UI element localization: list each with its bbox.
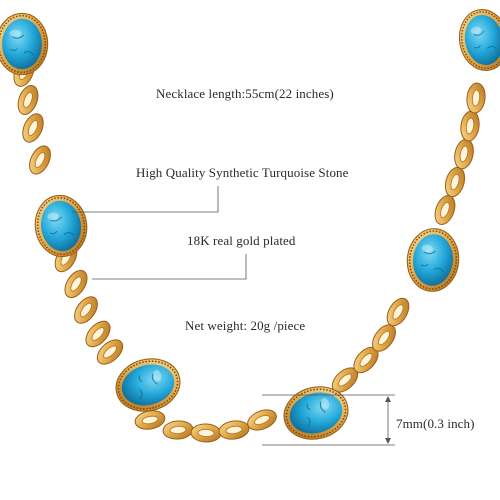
- chain-right-strand: [327, 81, 488, 398]
- turquoise-stone-top-right: [454, 4, 500, 76]
- stone-quality-label: High Quality Synthetic Turquoise Stone: [136, 165, 349, 180]
- leader-lines: [72, 186, 247, 280]
- width-dimension-marker: [262, 394, 395, 446]
- turquoise-stone-left: [30, 191, 92, 261]
- turquoise-stone-bottom-left: [109, 351, 187, 419]
- chain-bottom-strand: [133, 405, 280, 444]
- turquoise-stone-right: [403, 225, 463, 295]
- necklace-length-label: Necklace length:55cm(22 inches): [156, 86, 334, 101]
- gold-leader-line: [92, 254, 247, 280]
- gold-plating-label: 18K real gold plated: [187, 233, 296, 248]
- turquoise-stone-top-left: [0, 12, 49, 76]
- stone-leader-line: [72, 186, 219, 213]
- net-weight-label: Net weight: 20g /piece: [185, 318, 306, 333]
- chain-width-label: 7mm(0.3 inch): [396, 416, 475, 431]
